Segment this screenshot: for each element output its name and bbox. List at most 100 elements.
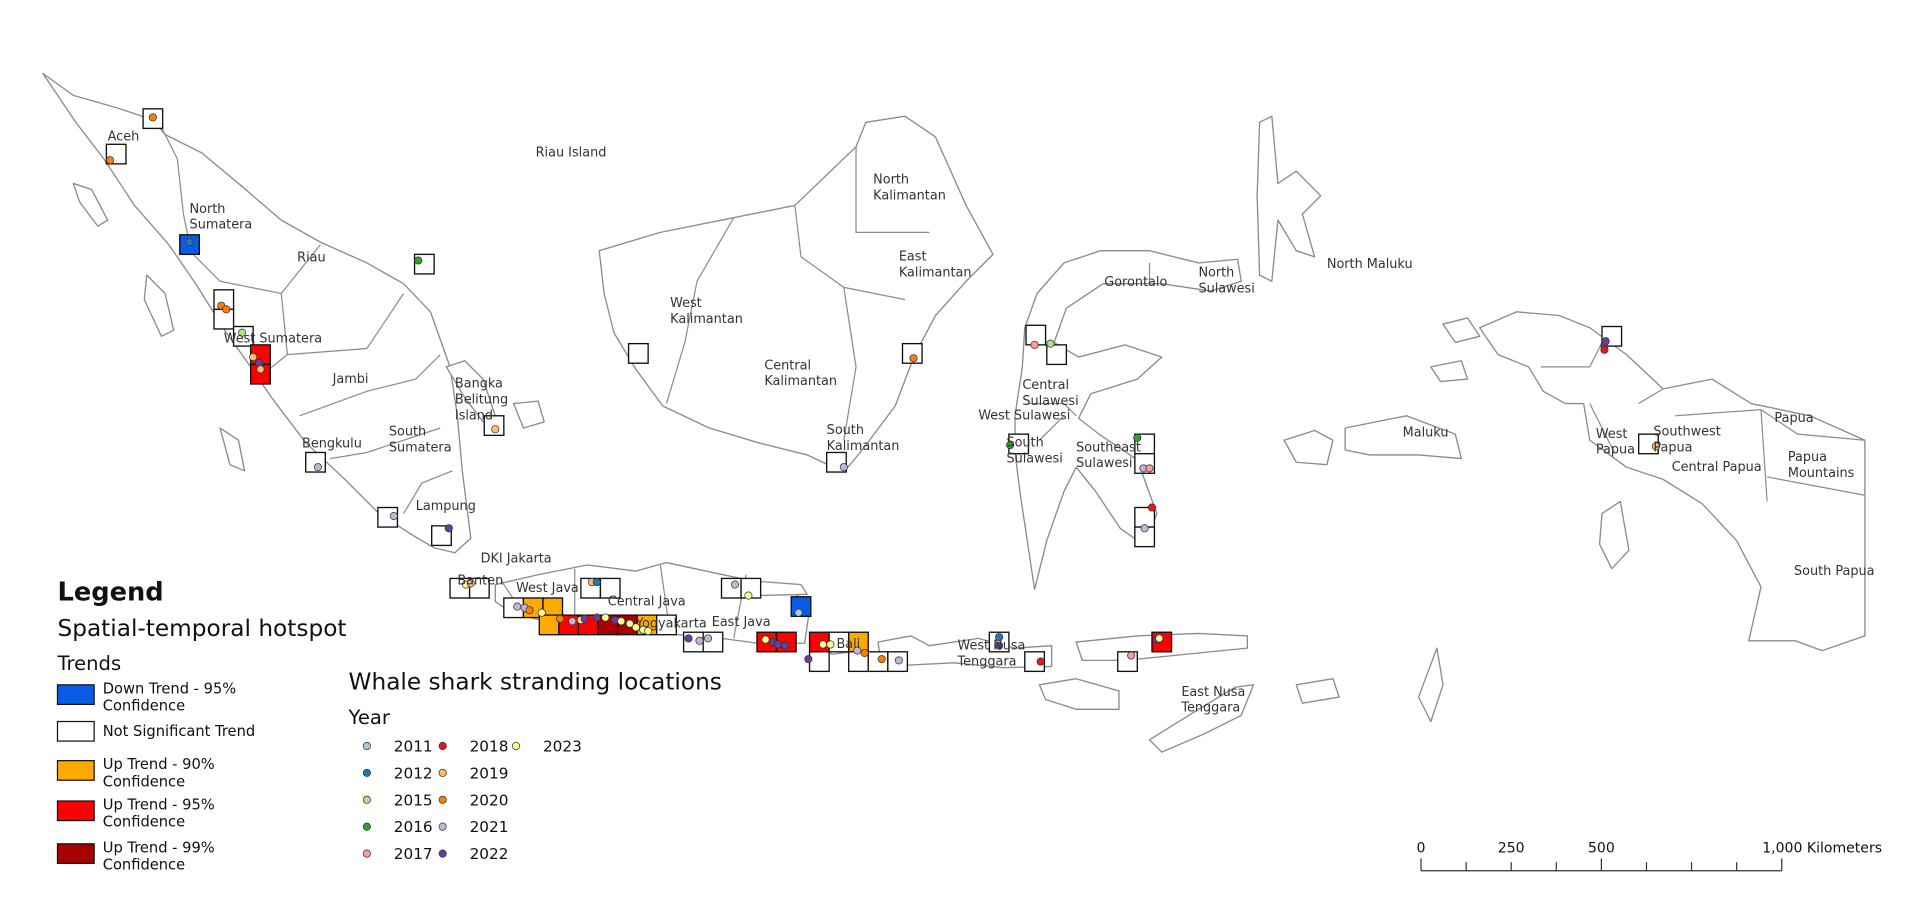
stranding-point-2019 xyxy=(491,425,500,434)
seram-buru-islands xyxy=(1283,415,1463,466)
stranding-point-2020 xyxy=(148,113,157,122)
stranding-point-2022 xyxy=(773,640,782,649)
stranding-point-2023 xyxy=(617,617,626,626)
year-legend-item-2020: 2020 xyxy=(438,791,508,809)
legend-item-up-trend-90-: Up Trend - 90%Confidence xyxy=(56,756,215,790)
stranding-point-2015 xyxy=(1046,339,1055,348)
year-legend-item-2011: 2011 xyxy=(362,737,433,755)
stranding-point-2023 xyxy=(818,640,828,649)
legend-swatch xyxy=(56,684,95,706)
stranding-point-2023 xyxy=(826,640,835,649)
legend: Legend Spatial-temporal hotspot Trends D… xyxy=(56,577,346,873)
stranding-point-2016 xyxy=(1006,441,1015,450)
region-label-bali: Bali xyxy=(836,637,860,652)
region-label-jambi: Jambi xyxy=(332,372,369,387)
stranding-point-2023 xyxy=(1155,634,1164,643)
stranding-point-2019 xyxy=(256,365,265,374)
region-label-west-sumatera: West Sumatera xyxy=(224,331,322,346)
year-dot xyxy=(438,768,447,777)
stranding-point-2021 xyxy=(704,634,713,643)
stranding-legend-title: Whale shark stranding locations xyxy=(349,669,722,696)
stranding-point-2022 xyxy=(684,634,693,643)
legend-label-line2: Confidence xyxy=(103,773,185,790)
papua-island xyxy=(1479,311,1866,652)
stranding-point-2022 xyxy=(592,613,601,622)
stranding-point-2023 xyxy=(631,623,640,632)
nias-islands xyxy=(72,182,246,472)
stranding-point-2022 xyxy=(444,524,453,533)
hotspot-cell xyxy=(599,577,621,599)
stranding-point-2020 xyxy=(877,655,886,664)
stranding-point-2017 xyxy=(1127,651,1136,660)
region-label-lampung: Lampung xyxy=(416,499,476,514)
legend-swatch xyxy=(56,760,95,781)
legend-label: Up Trend - 99% xyxy=(103,839,215,856)
stranding-point-2021 xyxy=(313,463,322,472)
legend-item-up-trend-95-: Up Trend - 95%Confidence xyxy=(56,797,215,831)
stranding-point-2023 xyxy=(537,608,546,617)
scale-bar-label: 250 xyxy=(1498,840,1525,856)
stranding-point-2020 xyxy=(106,156,115,165)
region-label-west-sulawesi: West Sulawesi xyxy=(978,408,1070,423)
hotspot-cell xyxy=(538,614,560,636)
stranding-point-2015 xyxy=(238,328,247,337)
legend-label: Not Significant Trend xyxy=(103,723,255,740)
legend-item-down-trend-95-: Down Trend - 95%Confidence xyxy=(56,680,236,715)
year-label: 2016 xyxy=(394,818,433,836)
stranding-point-2019 xyxy=(1651,442,1660,451)
year-legend-item-2023: 2023 xyxy=(512,737,582,755)
year-label: 2015 xyxy=(394,791,433,809)
region-label-south-papua: South Papua xyxy=(1794,564,1875,579)
year-label: 2012 xyxy=(394,764,433,782)
province-borders-kalimantan xyxy=(665,146,930,441)
province-borders-sumatra xyxy=(158,122,453,514)
stranding-point-2011 xyxy=(794,608,803,617)
region-label-riau: Riau xyxy=(297,251,325,266)
region-label-central-java: Central Java xyxy=(608,594,686,609)
province-borders-papua xyxy=(1540,342,1866,502)
year-legend-item-2015: 2015 xyxy=(362,791,433,809)
hotspot-cell xyxy=(808,651,830,673)
legend-swatch xyxy=(56,800,95,822)
region-label-banten: Banten xyxy=(457,574,503,589)
stranding-point-2021 xyxy=(568,617,577,626)
stranding-points xyxy=(106,113,1660,666)
stranding-point-2020 xyxy=(525,606,534,615)
year-dot xyxy=(438,822,447,831)
year-legend-item-2012: 2012 xyxy=(362,764,433,782)
stranding-point-2016 xyxy=(414,256,423,265)
legend-swatch xyxy=(56,843,95,864)
region-label-maluku: Maluku xyxy=(1403,426,1449,441)
legend-label-line2: Confidence xyxy=(103,814,185,831)
stranding-point-2021 xyxy=(513,602,522,611)
year-label: 2019 xyxy=(470,764,509,782)
year-dot xyxy=(362,768,371,777)
stranding-point-2023 xyxy=(744,591,753,600)
year-dot xyxy=(438,741,447,751)
small-islands xyxy=(1295,317,1630,723)
region-label-north-maluku: North Maluku xyxy=(1327,257,1413,272)
stranding-point-2012 xyxy=(185,238,194,247)
stranding-point-2023 xyxy=(601,613,610,622)
year-label: 2023 xyxy=(543,737,582,755)
stranding-point-2020 xyxy=(556,614,565,623)
stranding-point-2021 xyxy=(695,636,704,645)
stranding-point-2019 xyxy=(466,579,475,588)
stranding-point-2021 xyxy=(1140,524,1149,533)
basemap xyxy=(42,72,1866,753)
year-dot xyxy=(362,741,371,751)
stranding-point-2021 xyxy=(839,463,848,472)
year-legend-item-2016: 2016 xyxy=(362,818,433,836)
legend-item-up-trend-99-: Up Trend - 99%Confidence xyxy=(56,839,215,873)
legend-item-not-significant-trend: Not Significant Trend xyxy=(56,720,255,742)
